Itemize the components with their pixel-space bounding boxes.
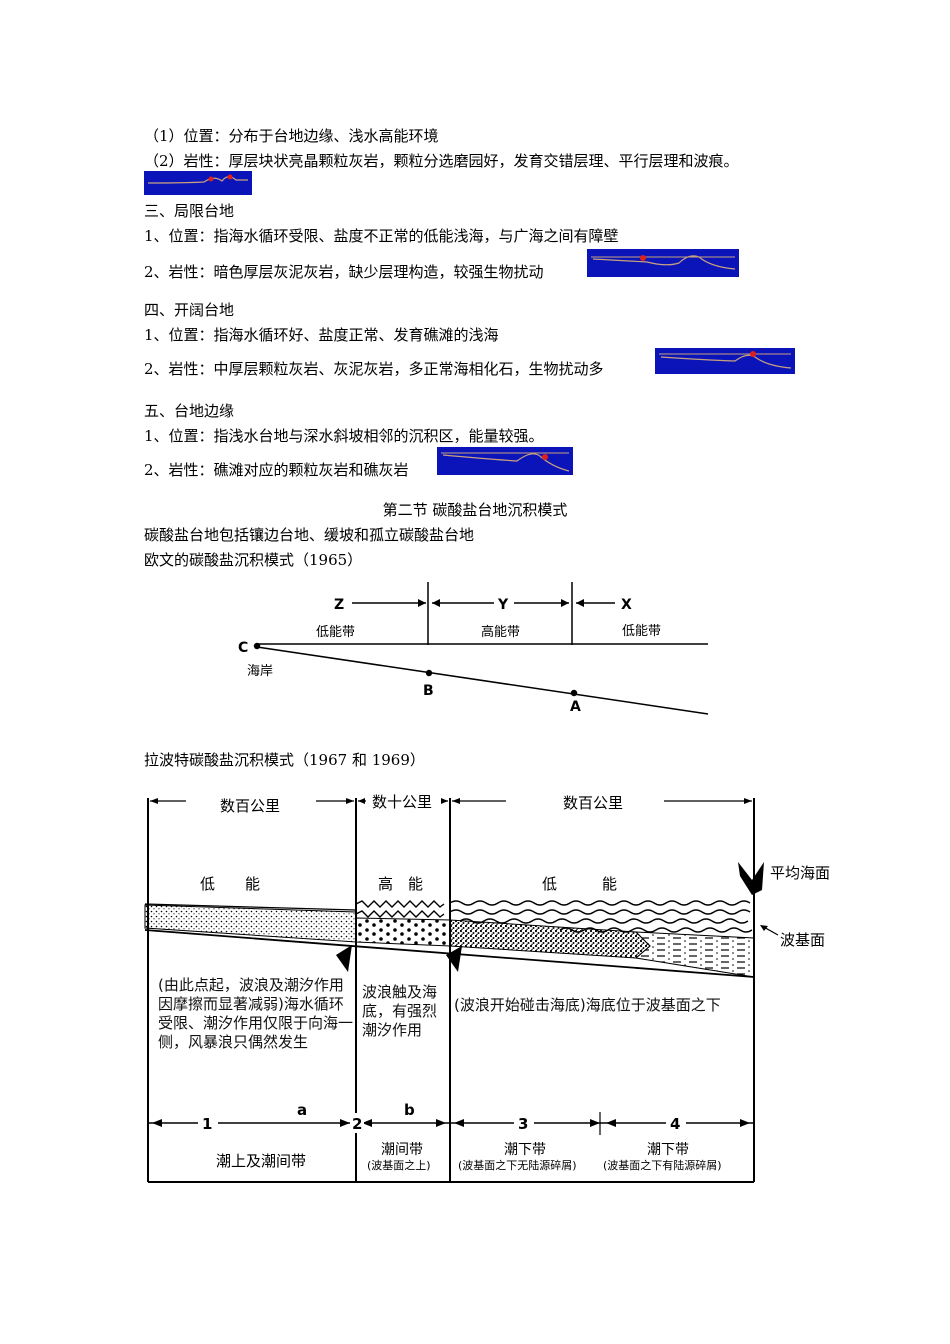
zone-label: 高能带	[481, 624, 520, 640]
zone-name: 潮下带	[647, 1142, 689, 1158]
profile-thumbnail	[655, 348, 795, 374]
scale-label: 数百公里	[220, 797, 280, 815]
energy-label: 低 能	[542, 875, 617, 893]
zone-subtitle: (波基面之下有陆源碎屑)	[603, 1158, 722, 1172]
label-a: A	[570, 699, 581, 715]
coast-label: 海岸	[247, 664, 273, 679]
text-line: 1、位置：指浅水台地与深水斜坡相邻的沉积区，能量较强。	[144, 427, 544, 445]
scale-label: 数十公里	[372, 793, 432, 811]
zone-name: 潮上及潮间带	[216, 1152, 306, 1170]
label-b: B	[423, 683, 434, 699]
section-heading: 四、开阔台地	[144, 301, 235, 319]
text-line: （2）岩性：厚层块状亮晶颗粒灰岩，颗粒分选磨园好，发育交错层理、平行层理和波痕。	[144, 152, 739, 170]
label-x: X	[621, 597, 632, 613]
profile-thumbnail	[437, 447, 573, 475]
label-c: C	[238, 640, 248, 656]
text-line: 1、位置：指海水循环受限、盐度不正常的低能浅海，与广海之间有障壁	[144, 227, 619, 245]
text-line: 2、岩性：礁滩对应的颗粒灰岩和礁灰岩	[144, 461, 409, 479]
text-line: 拉波特碳酸盐沉积模式（1967 和 1969）	[144, 751, 425, 769]
text-line: 欧文的碳酸盐沉积模式（1965）	[144, 551, 363, 569]
text-line: 1、位置：指海水循环好、盐度正常、发育礁滩的浅海	[144, 326, 499, 344]
energy-label: 低 能	[200, 875, 260, 893]
zone-subtitle: (波基面之上)	[367, 1158, 431, 1172]
wave-base-label: 波基面	[780, 931, 825, 949]
zone-description: (由此点起，波浪及潮汐作用因摩擦而显著减弱)海水循环受限、潮汐作用仅限于向海一侧…	[158, 976, 354, 1051]
zone-letter: a	[297, 1101, 307, 1119]
label-y: Y	[497, 597, 509, 613]
zone-description: 波浪触及海底，有强烈潮汐作用	[362, 983, 438, 1039]
zone-label: 低能带	[316, 625, 355, 640]
zone-name: 潮间带	[381, 1142, 423, 1158]
energy-label: 高 能	[378, 875, 423, 893]
zone-name: 潮下带	[504, 1142, 546, 1158]
profile-thumbnail	[587, 249, 739, 277]
text-line: （1）位置：分布于台地边缘、浅水高能环境	[144, 127, 439, 145]
section-title: 第二节 碳酸盐台地沉积模式	[382, 501, 568, 519]
sea-level-label: 平均海面	[770, 864, 830, 882]
scale-label: 数百公里	[563, 794, 623, 812]
zone-number: 3	[518, 1115, 528, 1133]
label-z: Z	[334, 597, 344, 613]
profile-thumbnail	[144, 171, 252, 195]
zone-subtitle: (波基面之下无陆源碎屑)	[458, 1158, 577, 1172]
text-line: 2、岩性：暗色厚层灰泥灰岩，缺少层理构造，较强生物扰动	[144, 263, 544, 281]
zone-number: 1	[202, 1115, 212, 1133]
section-heading: 五、台地边缘	[144, 402, 235, 420]
text-line: 碳酸盐台地包括镶边台地、缓坡和孤立碳酸盐台地	[144, 526, 475, 544]
zone-number: 4	[670, 1115, 680, 1133]
zone-letter: b	[404, 1101, 415, 1119]
text-line: 2、岩性：中厚层颗粒灰岩、灰泥灰岩，多正常海相化石，生物扰动多	[144, 360, 604, 378]
zone-label: 低能带	[622, 624, 661, 639]
section-heading: 三、局限台地	[144, 202, 235, 220]
zone-description: (波浪开始碰击海底)海底位于波基面之下	[454, 996, 721, 1014]
zone-number: 2	[352, 1115, 362, 1133]
